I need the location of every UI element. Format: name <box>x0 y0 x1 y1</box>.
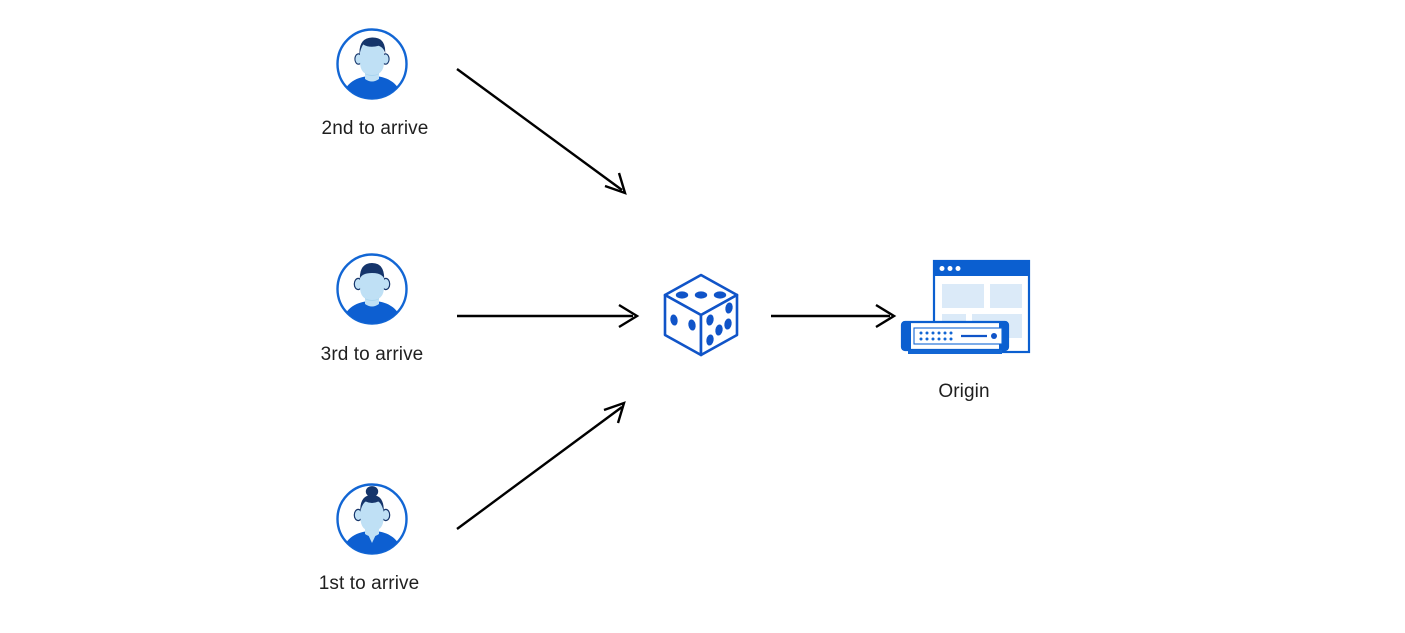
arrow-middle-to-dice <box>457 303 640 329</box>
origin-label: Origin <box>938 381 990 402</box>
client-avatar-top[interactable] <box>334 26 410 102</box>
client-avatar-bottom[interactable] <box>334 481 410 557</box>
dice-icon <box>663 273 739 357</box>
origin-server[interactable] <box>898 258 1033 358</box>
user-avatar-icon <box>336 253 408 325</box>
user-avatar-icon <box>336 28 408 100</box>
arrow-bottom-to-dice <box>456 401 626 530</box>
origin-server-icon <box>900 259 1031 354</box>
client-avatar-middle[interactable] <box>334 251 410 327</box>
client-label-top: 2nd to arrive <box>321 118 429 139</box>
load-balancer-dice[interactable] <box>658 270 744 360</box>
client-label-middle: 3rd to arrive <box>320 344 424 365</box>
server-device-icon <box>900 320 1010 354</box>
user-avatar-icon <box>336 483 408 555</box>
arrow-top-to-dice <box>456 68 627 195</box>
client-label-bottom: 1st to arrive <box>318 573 420 594</box>
arrow-dice-to-origin <box>771 303 897 329</box>
